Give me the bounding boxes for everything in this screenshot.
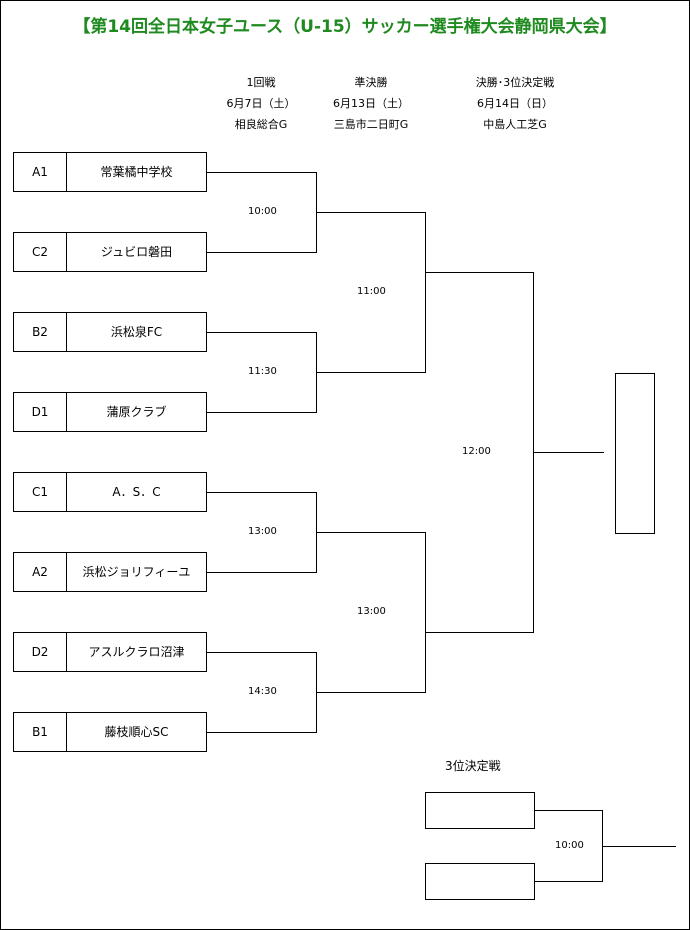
team-seed: C2 <box>14 233 67 271</box>
champion-box <box>615 373 655 534</box>
round-venue: 相良総合G <box>234 118 288 131</box>
bracket-line <box>316 212 426 213</box>
bracket-line <box>207 732 317 733</box>
match-time: 13:00 <box>357 606 386 617</box>
match-time: 10:00 <box>248 206 277 217</box>
team-seed: A1 <box>14 153 67 191</box>
third-place-label: 3位決定戦 <box>445 759 501 773</box>
bracket-line <box>207 332 317 333</box>
team-name: A．S．C <box>112 485 161 499</box>
team-box: D2 アスルクラロ沼津 <box>13 632 207 672</box>
match-time: 11:00 <box>357 286 386 297</box>
team-seed: A2 <box>14 553 67 591</box>
team-box: B2 浜松泉FC <box>13 312 207 352</box>
bracket-line <box>316 372 426 373</box>
bracket-line <box>425 632 534 633</box>
bracket-line <box>207 572 317 573</box>
round-date: 6月14日（日） <box>477 97 553 110</box>
match-time: 12:00 <box>462 446 491 457</box>
bracket-line <box>533 452 604 453</box>
round-header-1: 1回戦 6月7日（土） 相良総合G <box>196 72 326 135</box>
round-date: 6月13日（土） <box>333 97 409 110</box>
round-venue: 中島人工芝G <box>483 118 547 131</box>
team-seed: D1 <box>14 393 67 431</box>
team-box: A2 浜松ジョリフィーユ <box>13 552 207 592</box>
team-box: B1 藤枝順心SC <box>13 712 207 752</box>
match-time: 10:00 <box>555 840 584 851</box>
round-header-semifinal: 準決勝 6月13日（土） 三島市二日町G <box>306 72 436 135</box>
match-time: 14:30 <box>248 686 277 697</box>
bracket-line <box>207 412 317 413</box>
bracket-line <box>425 532 426 692</box>
team-seed: D2 <box>14 633 67 671</box>
team-box: C1 A．S．C <box>13 472 207 512</box>
team-box: D1 蒲原クラブ <box>13 392 207 432</box>
round-name: 準決勝 <box>354 76 388 89</box>
bracket-line <box>316 692 426 693</box>
team-seed: B2 <box>14 313 67 351</box>
bracket-line <box>425 272 534 273</box>
round-name: 決勝･3位決定戦 <box>475 76 555 89</box>
round-date: 6月7日（土） <box>226 97 296 110</box>
bracket-line <box>534 810 603 811</box>
team-seed: C1 <box>14 473 67 511</box>
team-name: 浜松ジョリフィーユ <box>82 565 191 579</box>
team-box: C2 ジュビロ磐田 <box>13 232 207 272</box>
bracket-line <box>602 846 676 847</box>
bracket-line <box>534 881 603 882</box>
team-name: アスルクラロ沼津 <box>88 645 185 659</box>
page-title: 【第14回全日本女子ユース（U-15）サッカー選手権大会静岡県大会】 <box>73 17 617 37</box>
round-name: 1回戦 <box>246 76 276 89</box>
team-name: 藤枝順心SC <box>104 725 169 739</box>
bracket-line <box>602 810 603 881</box>
third-place-team-box <box>425 863 535 900</box>
bracket-line <box>207 252 317 253</box>
bracket-line <box>425 212 426 372</box>
team-name: 常葉橘中学校 <box>100 165 173 179</box>
bracket-line <box>207 652 317 653</box>
match-time: 11:30 <box>248 366 277 377</box>
round-venue: 三島市二日町G <box>333 118 409 131</box>
bracket-line <box>316 532 426 533</box>
match-time: 13:00 <box>248 526 277 537</box>
bracket-line <box>207 172 317 173</box>
round-header-final: 決勝･3位決定戦 6月14日（日） 中島人工芝G <box>450 72 580 135</box>
team-name: ジュビロ磐田 <box>100 245 173 259</box>
team-seed: B1 <box>14 713 67 751</box>
bracket-line <box>207 492 317 493</box>
team-box: A1 常葉橘中学校 <box>13 152 207 192</box>
third-place-team-box <box>425 792 535 829</box>
team-name: 蒲原クラブ <box>106 405 167 419</box>
team-name: 浜松泉FC <box>110 325 163 339</box>
